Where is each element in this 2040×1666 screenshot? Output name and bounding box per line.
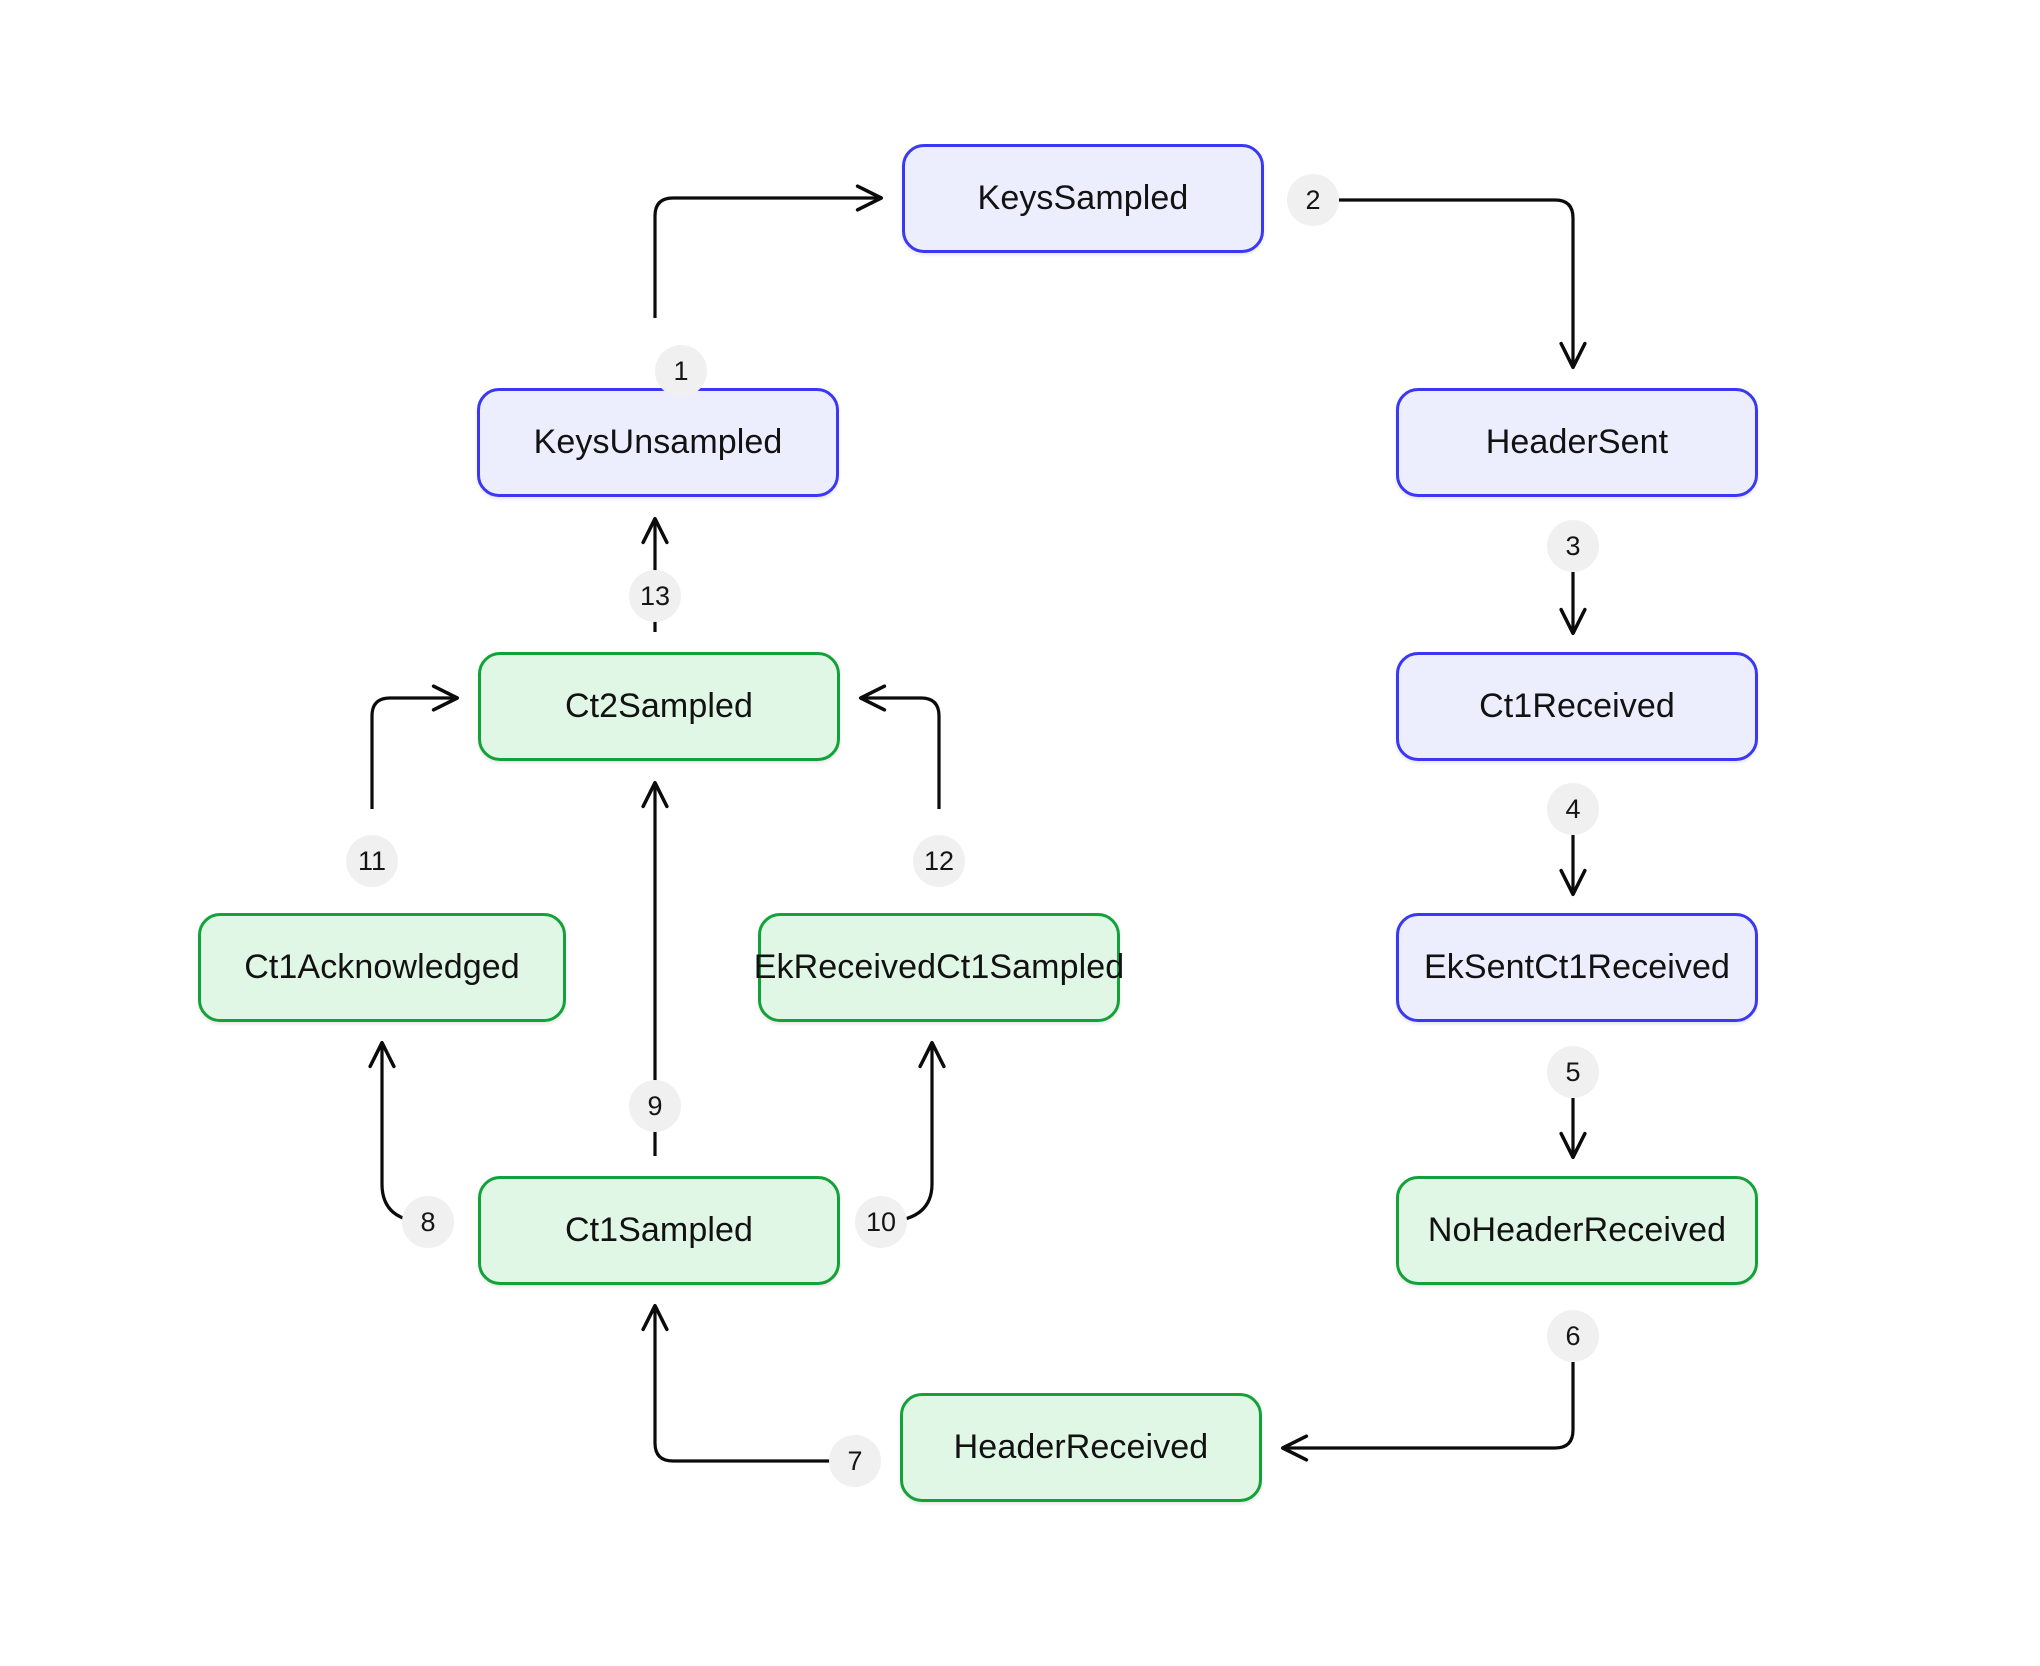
node-ct2sampled[interactable]: Ct2Sampled bbox=[478, 652, 840, 761]
edge-label-e10[interactable]: 10 bbox=[855, 1196, 907, 1248]
edge-label-e12[interactable]: 12 bbox=[913, 835, 965, 887]
node-label: Ct1Acknowledged bbox=[244, 948, 520, 986]
node-noheaderreceived[interactable]: NoHeaderReceived bbox=[1396, 1176, 1758, 1285]
node-label: KeysUnsampled bbox=[533, 423, 783, 461]
edge-label-e13[interactable]: 13 bbox=[629, 570, 681, 622]
edge-label-e5[interactable]: 5 bbox=[1547, 1046, 1599, 1098]
edge-label-e11[interactable]: 11 bbox=[346, 835, 398, 887]
edge-label-e2[interactable]: 2 bbox=[1287, 174, 1339, 226]
edge-label-e4[interactable]: 4 bbox=[1547, 783, 1599, 835]
edge-e10 bbox=[879, 1040, 946, 1224]
edge-e11 bbox=[370, 684, 460, 809]
edge-label-e9[interactable]: 9 bbox=[629, 1080, 681, 1132]
edge-e2 bbox=[1339, 198, 1587, 370]
node-label: Ct1Sampled bbox=[564, 1211, 754, 1249]
node-headerreceived[interactable]: HeaderReceived bbox=[900, 1393, 1262, 1502]
edge-e12 bbox=[858, 684, 941, 809]
node-label: HeaderSent bbox=[1485, 423, 1669, 461]
node-label: EkReceivedCt1Sampled bbox=[753, 948, 1125, 986]
node-ct1acknowledged[interactable]: Ct1Acknowledged bbox=[198, 913, 566, 1022]
node-headersent[interactable]: HeaderSent bbox=[1396, 388, 1758, 497]
node-label: Ct2Sampled bbox=[564, 687, 754, 725]
node-label: KeysSampled bbox=[977, 179, 1189, 217]
edge-label-e3[interactable]: 3 bbox=[1547, 520, 1599, 572]
node-label: NoHeaderReceived bbox=[1427, 1211, 1727, 1249]
edge-e8 bbox=[368, 1040, 429, 1224]
edge-label-e6[interactable]: 6 bbox=[1547, 1310, 1599, 1362]
node-label: HeaderReceived bbox=[953, 1428, 1209, 1466]
node-ct1sampled[interactable]: Ct1Sampled bbox=[478, 1176, 840, 1285]
node-label: Ct1Received bbox=[1479, 687, 1675, 725]
node-eksentct1received[interactable]: EkSentCt1Received bbox=[1396, 913, 1758, 1022]
node-label: EkSentCt1Received bbox=[1424, 948, 1730, 986]
node-ct1received[interactable]: Ct1Received bbox=[1396, 652, 1758, 761]
edge-e6 bbox=[1280, 1362, 1575, 1462]
node-keyssampled[interactable]: KeysSampled bbox=[902, 144, 1264, 253]
edge-label-e7[interactable]: 7 bbox=[829, 1435, 881, 1487]
edge-label-e1[interactable]: 1 bbox=[655, 345, 707, 397]
edge-e7 bbox=[641, 1303, 880, 1463]
edge-e1 bbox=[653, 184, 884, 318]
node-keysunsampled[interactable]: KeysUnsampled bbox=[477, 388, 839, 497]
node-ekreceivedct1sampled[interactable]: EkReceivedCt1Sampled bbox=[754, 913, 1124, 1022]
edge-label-e8[interactable]: 8 bbox=[402, 1196, 454, 1248]
